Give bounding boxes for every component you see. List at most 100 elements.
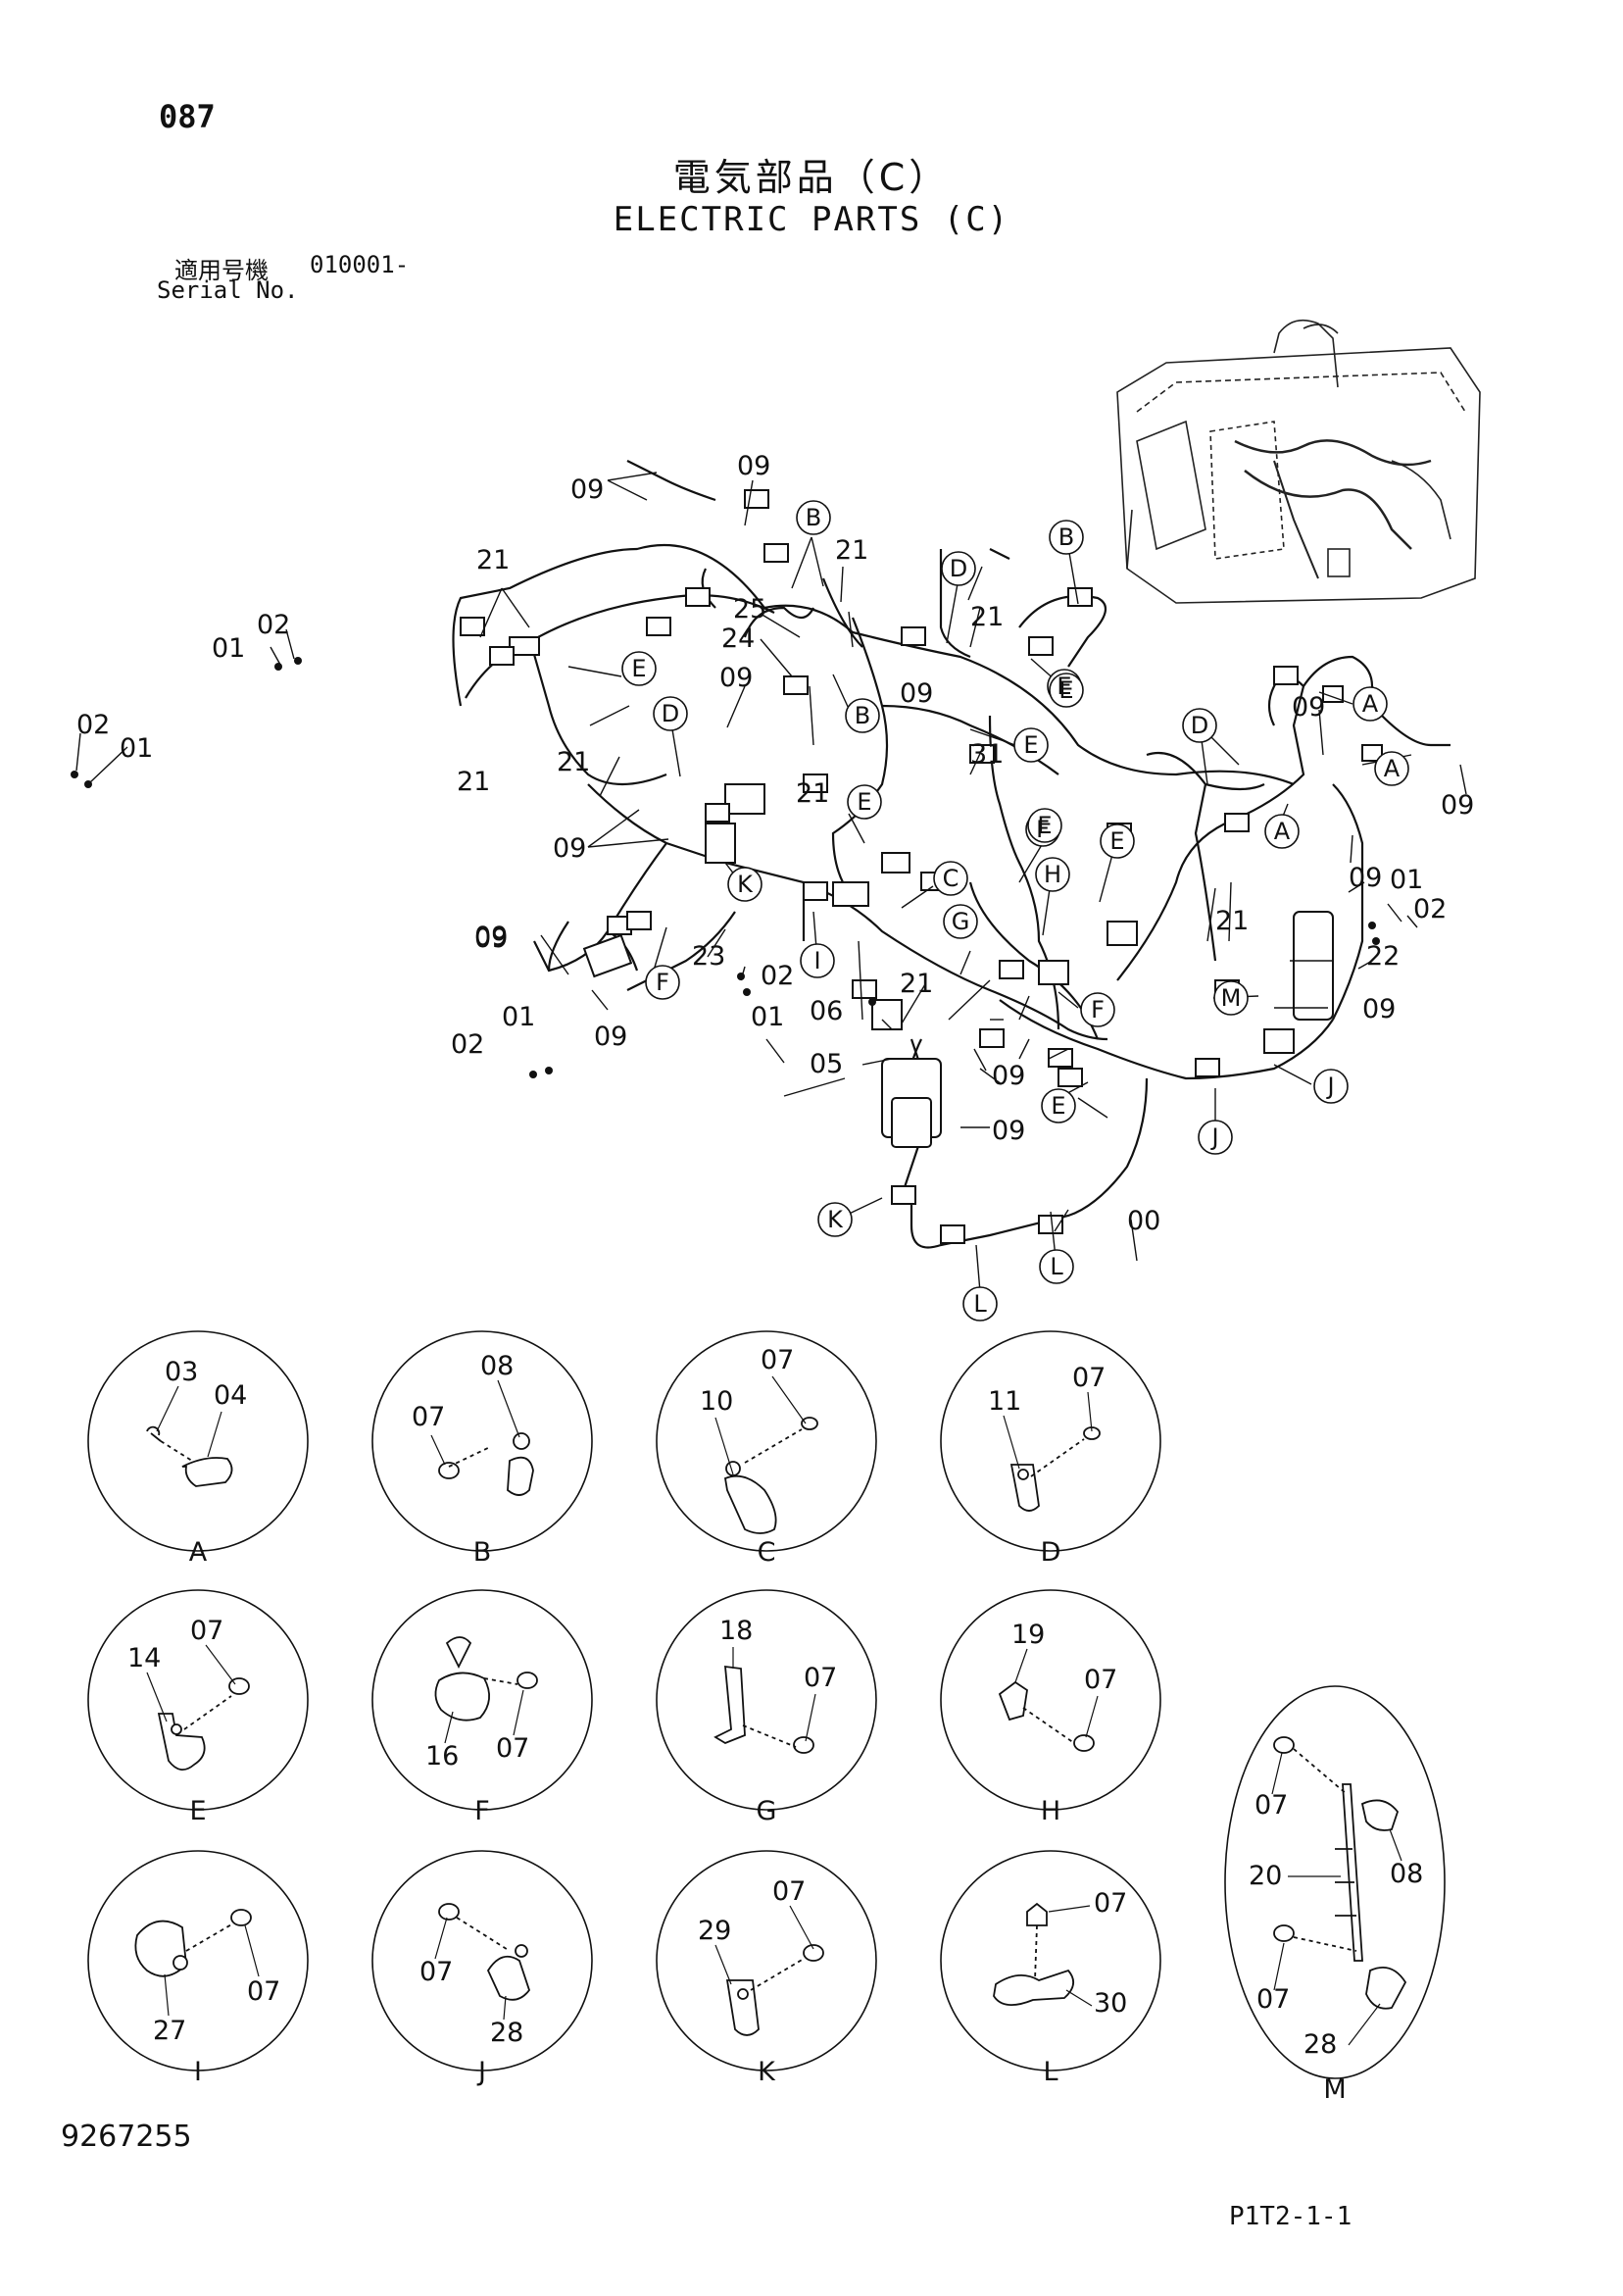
marker-letter: C	[943, 865, 959, 892]
detail-leaders	[146, 1375, 1402, 2046]
detail-circle-k	[656, 1850, 877, 2071]
serial-label-japanese: 適用号機	[174, 257, 269, 284]
marker-letter: K	[827, 1206, 844, 1233]
callout: 09	[474, 922, 508, 952]
callout: 24	[721, 624, 755, 654]
callout: 01	[1390, 865, 1423, 895]
detail-b-part-1: 08	[480, 1351, 514, 1381]
detail-circles	[87, 1330, 1446, 2079]
callout: 09	[992, 1116, 1025, 1146]
marker-letter: B	[1058, 524, 1074, 551]
page-number: 087	[159, 98, 216, 135]
detail-circle-g	[656, 1589, 877, 1811]
detail-c-part-2: 10	[700, 1386, 733, 1417]
marker-letter: A	[1384, 755, 1401, 782]
callout: 21	[970, 602, 1004, 632]
leader-lines	[75, 472, 1467, 1262]
marker-letter: E	[1023, 731, 1038, 759]
callout: 21	[835, 535, 868, 566]
marker-letter: G	[952, 908, 970, 935]
extra-callouts: 09 09	[1292, 692, 1474, 821]
detail-h-part-1: 19	[1011, 1620, 1045, 1650]
callout: 21	[1215, 906, 1249, 936]
detail-circle-c	[656, 1330, 877, 1552]
marker-letter: F	[656, 969, 669, 996]
callout: 09	[474, 923, 508, 954]
callout-09-upper-right: 09	[1292, 692, 1325, 723]
page-reference: P1T2-1-1	[1229, 2202, 1352, 2231]
detail-circle-i	[87, 1850, 309, 2071]
harness-components	[460, 489, 1383, 1244]
detail-l-part-2: 30	[1094, 1988, 1127, 2019]
detail-h-part-2: 07	[1084, 1665, 1117, 1695]
detail-circle-f	[371, 1589, 593, 1811]
marker-letter: A	[1274, 818, 1291, 845]
callout: 02	[76, 710, 110, 740]
marker-letter: A	[1362, 690, 1379, 718]
callout: 01	[120, 733, 153, 764]
marker-letter: E	[1057, 673, 1071, 700]
callout: 09	[719, 663, 753, 693]
callout: 25	[733, 594, 766, 624]
main-callouts: 09 09 21 02 01 02 01 21 25 24 09 21 21 0…	[76, 451, 1447, 1236]
detail-f-part-1: 16	[425, 1741, 459, 1772]
marker-letter: E	[1051, 1092, 1065, 1120]
detail-i-part-1: 27	[153, 2016, 186, 2046]
callout: 01	[502, 1002, 535, 1032]
detail-circle-h	[940, 1589, 1161, 1811]
marker-letter: M	[1221, 984, 1242, 1012]
marker-letter: E	[631, 655, 646, 682]
marker-letter: K	[737, 871, 754, 898]
callout: 09	[992, 1061, 1025, 1091]
detail-letter-j: J	[476, 2057, 486, 2087]
callout: 21	[796, 778, 829, 809]
detail-letter-g: G	[757, 1796, 777, 1826]
callout: 05	[810, 1049, 843, 1079]
wire-harness	[452, 460, 1451, 1249]
detail-m-part-3: 20	[1249, 1861, 1282, 1891]
detail-j-part-2: 28	[490, 2018, 523, 2048]
detail-f-part-2: 07	[496, 1733, 529, 1764]
serial-label-english: Serial No.	[157, 276, 299, 304]
detail-l-part-1: 07	[1094, 1888, 1127, 1919]
marker-letter: L	[1050, 1253, 1063, 1280]
detail-j-part-1: 07	[419, 1957, 453, 1987]
marker-letter: H	[1044, 861, 1061, 888]
marker-letter: L	[973, 1290, 987, 1318]
detail-circle-d	[940, 1330, 1161, 1552]
marker-letter: D	[950, 555, 967, 582]
marker-letter: J	[1209, 1123, 1218, 1151]
detail-circle-a	[87, 1330, 309, 1552]
title-japanese: 電気部品（C）	[672, 156, 951, 199]
marker-letter: D	[1191, 712, 1208, 739]
detail-c-part-1: 07	[761, 1345, 794, 1375]
detail-letter-c: C	[758, 1537, 776, 1568]
detail-k-part-2: 29	[698, 1916, 731, 1946]
detail-k-part-1: 07	[772, 1876, 806, 1907]
callout: 01	[751, 1002, 784, 1032]
view-marker-letters: B B B D E E E E E D K I C F F E E H G F …	[631, 504, 1400, 1318]
detail-letters: A B C D E F G H I J K L M	[189, 1537, 1347, 2105]
callout: 01	[212, 633, 245, 664]
detail-letter-b: B	[473, 1537, 492, 1568]
callout: 02	[761, 961, 794, 991]
callout: 02	[257, 610, 290, 640]
marker-leaders	[567, 536, 1412, 1293]
detail-letter-l: L	[1043, 2057, 1057, 2087]
callout: 21	[476, 545, 510, 575]
machine-outline	[1116, 319, 1481, 604]
callout-09-right: 09	[1441, 790, 1474, 821]
detail-e-part-1: 07	[190, 1616, 223, 1646]
marker-letter: D	[662, 700, 679, 727]
callout: 06	[810, 996, 843, 1026]
callout: 22	[1366, 941, 1400, 972]
detail-m-part-4: 07	[1256, 1984, 1290, 2015]
detail-m-part-1: 07	[1254, 1790, 1288, 1821]
marker-letter: E	[1109, 827, 1124, 855]
detail-circle-e	[87, 1589, 309, 1811]
marker-letter: J	[1325, 1073, 1334, 1100]
detail-d-part-2: 07	[1072, 1363, 1106, 1393]
serial-value: 010001-	[310, 251, 410, 278]
callout: 02	[451, 1029, 484, 1060]
